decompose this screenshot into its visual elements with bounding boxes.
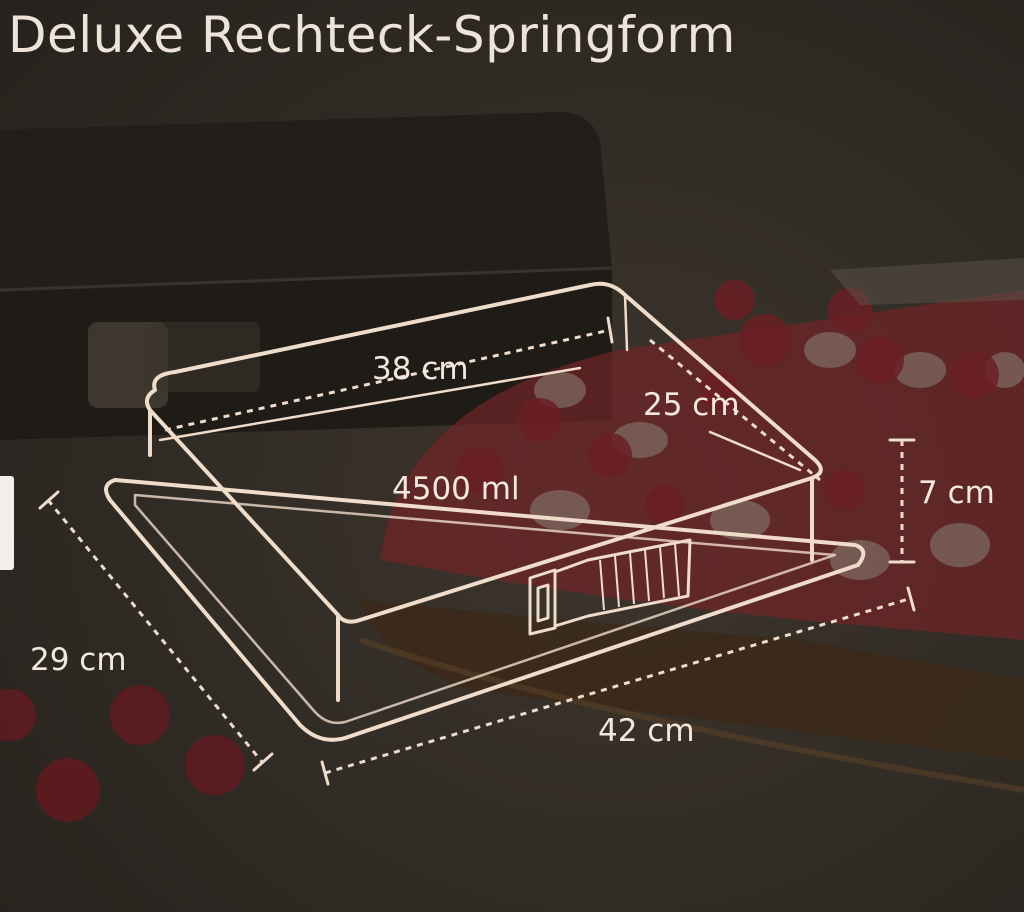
dimension-lines [46,328,913,775]
dimension-line-25cm [649,338,821,482]
loose-raspberries [0,685,245,822]
ring-inner-edge-right [708,430,802,472]
side-scroll-tab[interactable] [0,476,14,570]
dimension-line-29cm [46,499,264,763]
ring-inner-bottom-edge [158,366,582,442]
label-inner-length: 38 cm [372,351,469,387]
label-volume: 4500 ml [392,471,520,507]
springform-outline [104,281,866,742]
dimension-end-ticks [38,316,916,786]
label-inner-width: 25 cm [643,387,740,423]
springform-clasp [528,538,692,636]
dimension-line-38cm [164,328,611,432]
ring-inner-corner [623,293,629,352]
label-outer-width: 29 cm [30,642,127,678]
label-outer-length: 42 cm [598,713,695,749]
base-plate-rim [133,493,837,725]
base-plate-outline [104,478,866,742]
label-height: 7 cm [918,475,995,511]
product-title: Deluxe Rechteck-Springform [8,6,736,64]
